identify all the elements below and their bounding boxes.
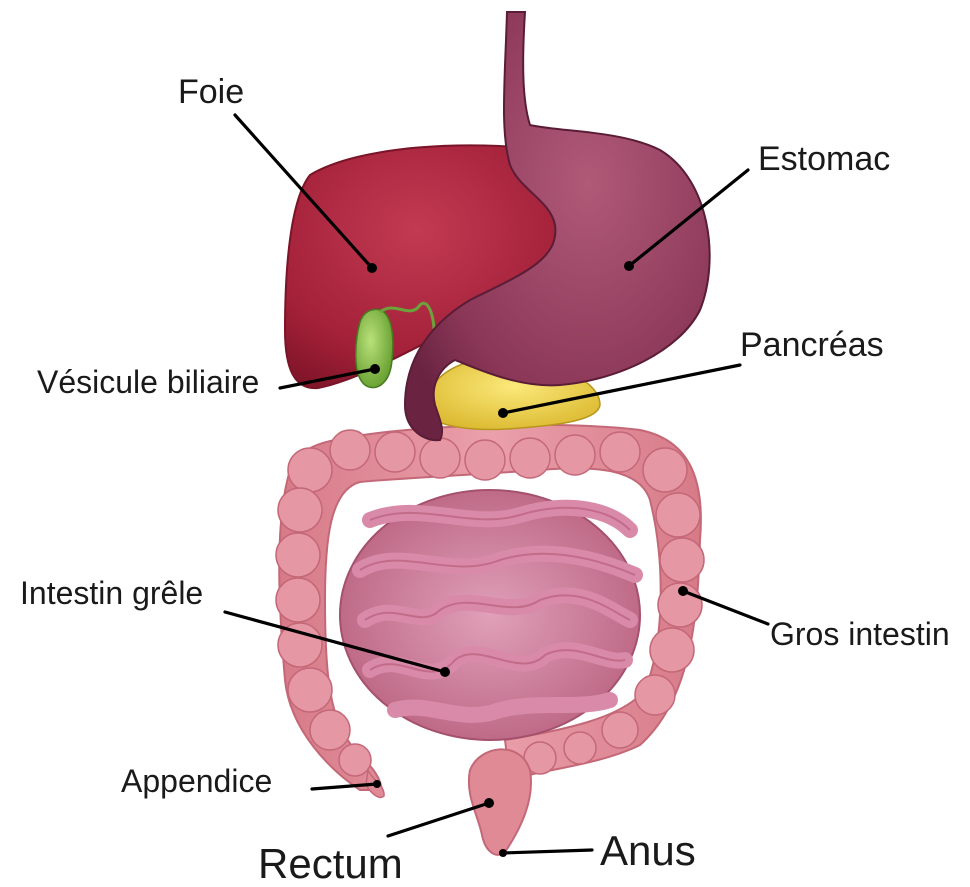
pointer-pancreas <box>498 408 508 418</box>
pointer-estomac <box>624 261 634 271</box>
pointer-intestin-grele <box>440 667 450 677</box>
pointer-vesicule <box>370 364 380 374</box>
label-estomac: Estomac <box>758 140 890 178</box>
small-intestine <box>340 490 640 740</box>
leader-rectum <box>388 803 489 836</box>
label-foie: Foie <box>178 73 244 111</box>
pointer-foie <box>367 263 377 273</box>
label-pancreas: Pancréas <box>740 326 884 364</box>
pointer-gros-intestin <box>678 586 688 596</box>
label-rectum: Rectum <box>258 840 403 887</box>
pointer-rectum <box>484 798 494 808</box>
label-anus: Anus <box>600 827 696 874</box>
label-appendice: Appendice <box>121 763 272 799</box>
pointer-anus <box>499 849 507 857</box>
label-vesicule-biliaire: Vésicule biliaire <box>37 364 259 400</box>
label-intestin-grele: Intestin grêle <box>20 575 203 611</box>
gallbladder <box>356 309 393 387</box>
leader-anus <box>503 850 592 853</box>
label-gros-intestin: Gros intestin <box>770 616 950 652</box>
pointer-appendice <box>373 780 381 788</box>
